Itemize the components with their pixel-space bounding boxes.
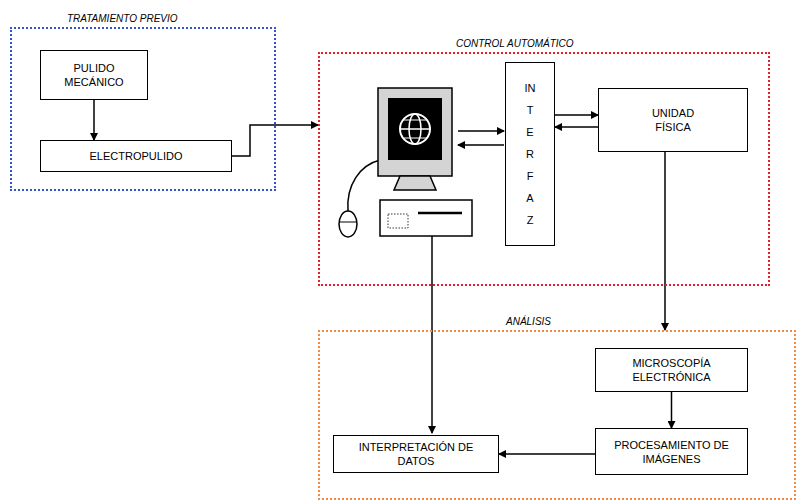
mouse-button (339, 222, 357, 223)
globe-icon (400, 114, 430, 144)
keypad (388, 214, 408, 228)
box-label: INTERPRETACIÓN DE DATOS (356, 440, 476, 468)
monitor (378, 88, 452, 176)
connector-arrow (94, 100, 95, 140)
interface-box: INTERFAZ (505, 62, 555, 246)
globe-parallel (403, 120, 427, 121)
process-group: ANÁLISISMICROSCOPÍA ELECTRÓNICAINTERPRET… (318, 330, 796, 500)
connector-arrow (499, 454, 595, 455)
globe-equator (400, 128, 430, 130)
computer-link (458, 130, 504, 132)
monitor-stand (394, 176, 436, 190)
mouse (339, 211, 357, 237)
group-heading: CONTROL AUTOMÁTICO (456, 38, 574, 49)
keyboard (380, 200, 472, 236)
group-heading: ANÁLISIS (506, 316, 551, 327)
connector-arrow (555, 115, 598, 127)
drive-slot (418, 212, 462, 215)
box-label: UNIDAD FÍSICA (638, 106, 708, 134)
process-group: CONTROL AUTOMÁTICOINTERFAZUNIDAD FÍSICA (318, 52, 770, 286)
group-heading: TRATAMIENTO PREVIO (67, 13, 178, 24)
monitor-screen (388, 98, 442, 160)
connector-line (555, 114, 598, 116)
connector-line (671, 392, 673, 428)
mouse-cable (348, 160, 380, 211)
connector-line (499, 453, 595, 455)
process-box: INTERPRETACIÓN DE DATOS (333, 435, 499, 473)
connector-arrow (671, 392, 672, 428)
computer-link (458, 144, 504, 146)
connector-arrow (665, 152, 666, 330)
box-label: ELECTROPULIDO (90, 149, 183, 163)
process-box: ELECTROPULIDO (40, 140, 232, 172)
process-box: PROCESAMIENTO DE IMÁGENES (595, 428, 748, 475)
connector-line (664, 152, 666, 330)
box-label: MICROSCOPÍA ELECTRÓNICA (617, 356, 727, 384)
globe-parallel (403, 138, 427, 139)
process-box: UNIDAD FÍSICA (598, 88, 748, 152)
connector-line (555, 126, 598, 128)
process-box: PULIDO MECÁNICO (40, 50, 148, 100)
box-label: PROCESAMIENTO DE IMÁGENES (612, 438, 732, 466)
box-label: INTERFAZ (525, 77, 536, 231)
data-line (431, 236, 433, 433)
process-box: MICROSCOPÍA ELECTRÓNICA (595, 348, 748, 392)
process-group: TRATAMIENTO PREVIOPULIDO MECÁNICOELECTRO… (10, 27, 276, 191)
box-label: PULIDO MECÁNICO (49, 61, 139, 89)
connector-line (93, 100, 95, 140)
